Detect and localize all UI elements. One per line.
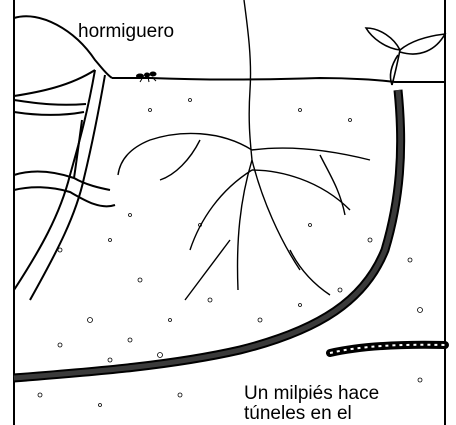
plant xyxy=(366,28,445,85)
millipede-caption: Un milpiés hace túneles en el xyxy=(244,384,383,424)
ant-tunnels xyxy=(14,70,115,300)
millipede-icon xyxy=(330,345,445,353)
millipede-tunnel xyxy=(14,90,401,378)
plant-roots xyxy=(118,0,370,300)
caption-line-2: túneles en el xyxy=(244,404,379,424)
soil-surface xyxy=(14,70,445,96)
ant-icon xyxy=(136,72,157,83)
caption-line-1: Un milpiés hace xyxy=(244,384,379,404)
soil-speckles xyxy=(38,99,423,407)
anthill-label: hormiguero xyxy=(78,22,174,42)
